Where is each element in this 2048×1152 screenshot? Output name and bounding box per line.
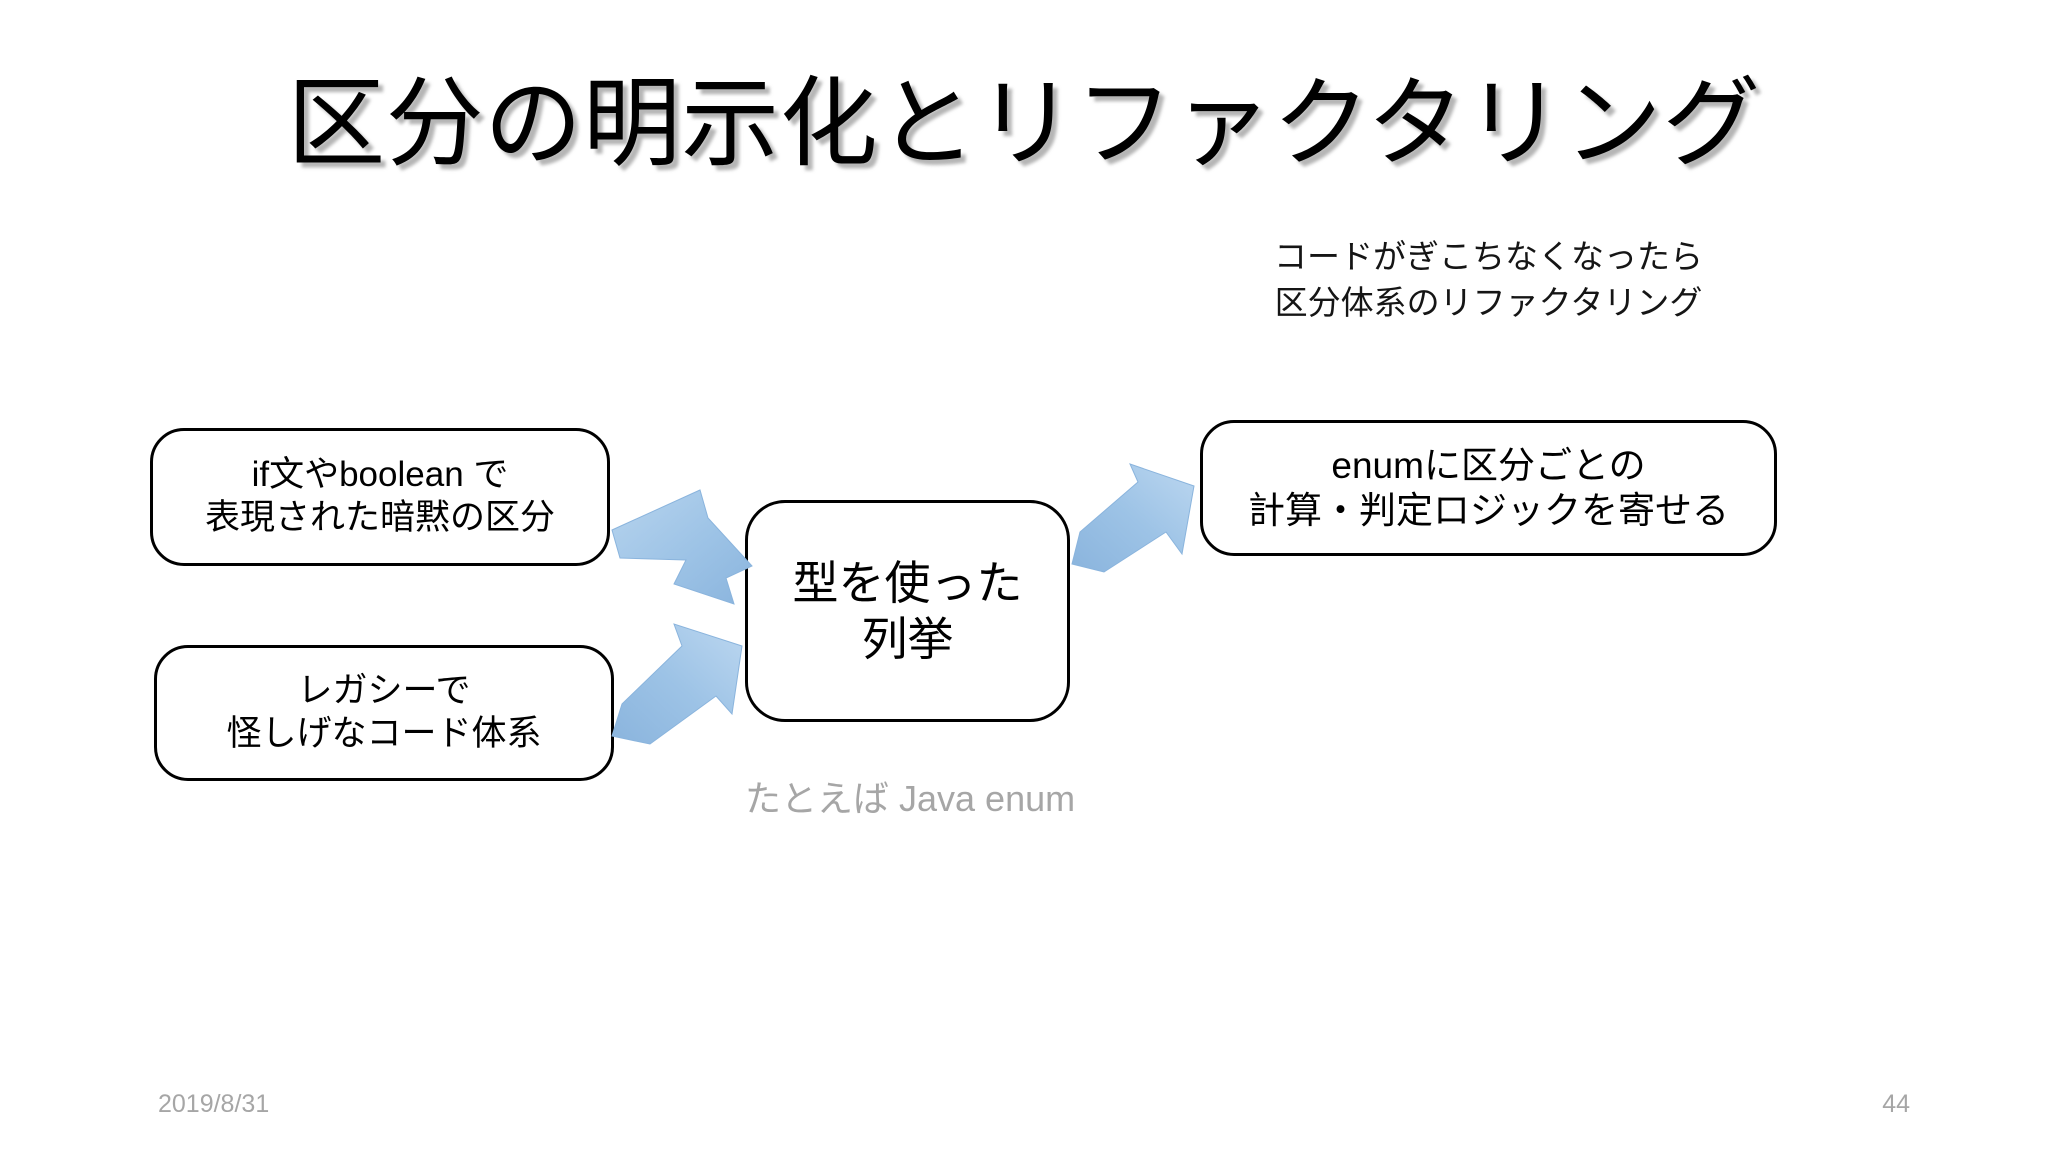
note-example-java-enum: たとえば Java enum	[745, 778, 1076, 819]
box-if-boolean-line2: 表現された暗黙の区分	[204, 498, 555, 537]
caption-refactor-note-line2: 区分体系のリファクタリング	[1274, 283, 1703, 321]
box-legacy-code-line1: レガシーで	[297, 671, 471, 711]
footer-page-number: 44	[1882, 1090, 1910, 1118]
box-enum-logic-line1: enumに区分ごとの	[1331, 444, 1646, 486]
box-if-boolean: if文やboolean で 表現された暗黙の区分	[150, 428, 610, 566]
box-typed-enumeration: 型を使った 列挙	[745, 500, 1070, 722]
footer-date: 2019/8/31	[158, 1090, 270, 1118]
arrow-legacy-to-type-icon	[611, 623, 743, 745]
caption-refactor-note: コードがぎこちなくなったら 区分体系のリファクタリング	[1200, 234, 1777, 325]
box-typed-enumeration-line1: 型を使った	[792, 556, 1023, 609]
box-legacy-code: レガシーで 怪しげなコード体系	[154, 645, 614, 781]
box-legacy-code-line2: 怪しげなコード体系	[226, 714, 542, 753]
box-if-boolean-line1: if文やboolean で	[251, 455, 509, 495]
box-typed-enumeration-line2: 列挙	[861, 613, 954, 665]
box-enum-logic: enumに区分ごとの 計算・判定ロジックを寄せる	[1200, 420, 1777, 556]
caption-refactor-note-line1: コードがぎこちなくなったら	[1274, 238, 1703, 275]
arrow-if-to-type-icon	[611, 489, 753, 605]
arrow-type-to-enum-icon	[1071, 463, 1195, 573]
box-enum-logic-line2: 計算・判定ロジックを寄せる	[1248, 490, 1729, 531]
page-title: 区分の明示化とリファクタリング	[287, 68, 1761, 178]
